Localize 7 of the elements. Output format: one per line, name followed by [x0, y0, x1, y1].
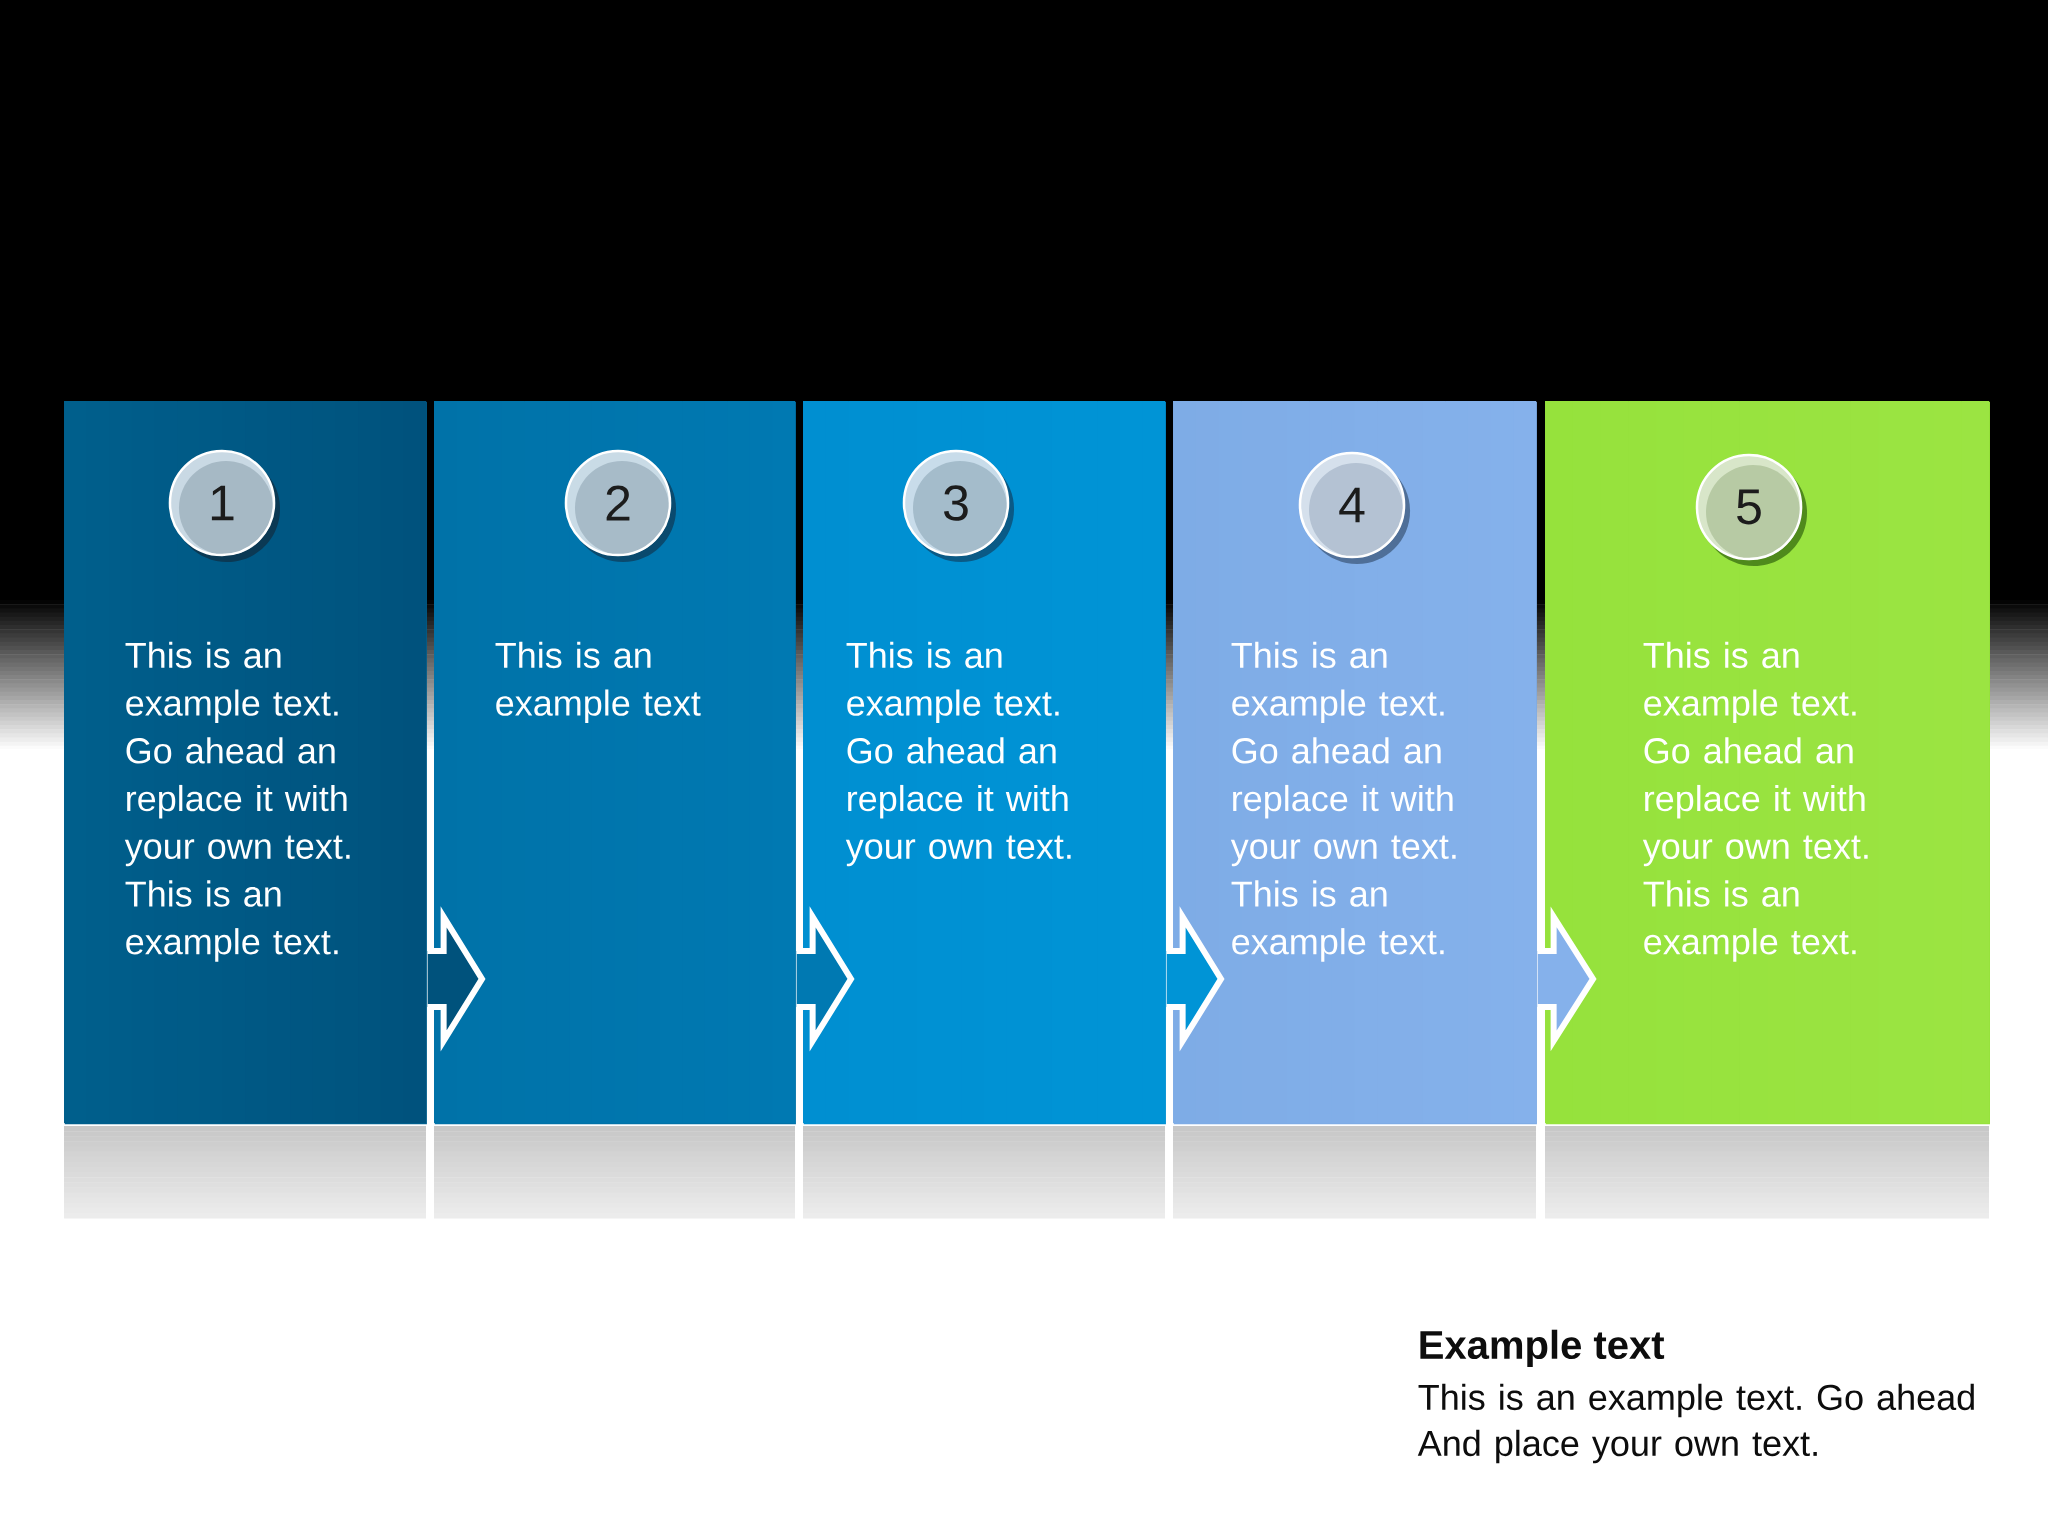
note-text: This is an example text. Go ahead And place your own text.: [1417, 1383, 1974, 1464]
panel-text: This is an example text. Go ahead an replace it with your own text. This is an example text.: [1642, 641, 1868, 962]
panel-text: This is an example text. Go ahead an replace it with your own text.: [845, 641, 1071, 867]
panel-text: This is an example text. Go ahead an replace it with your own text. This is an example text.: [124, 641, 350, 962]
heading: Example text: [1420, 1329, 1665, 1368]
panel-text: This is an example text: [495, 641, 701, 724]
panel-text: This is an example text. Go ahead an replace it with your own text. This is an example text.: [1230, 641, 1456, 962]
